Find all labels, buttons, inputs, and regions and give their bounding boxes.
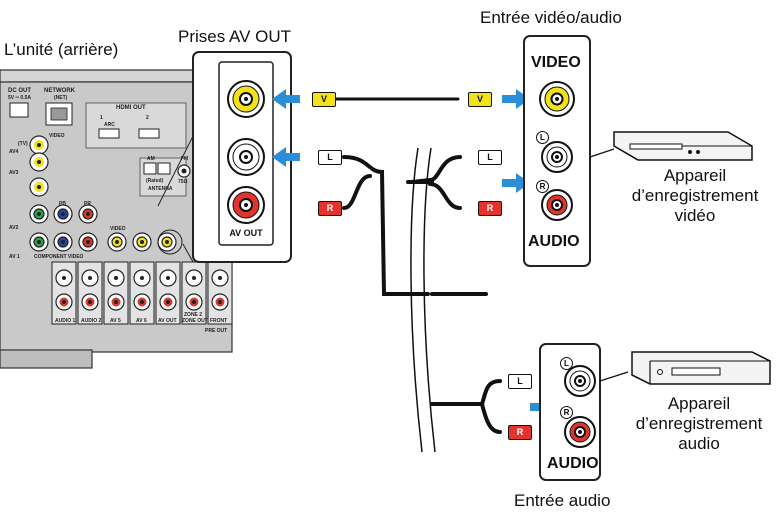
- video-input-title: Entrée vidéo/audio: [480, 8, 622, 27]
- audio-recorder-line-2: d’enregistrement: [635, 414, 763, 433]
- network-label: NETWORK: [44, 88, 75, 94]
- av-out-small-label: AV OUT: [158, 318, 177, 324]
- pb-label: PB: [59, 201, 66, 207]
- dc-out-label: DC OUT: [8, 88, 31, 94]
- video-audio-input-panel: [523, 35, 591, 267]
- av-out-jacks-title: Prises AV OUT: [178, 27, 292, 46]
- loop-label: (Rated): [146, 178, 164, 184]
- audio-only-jack-label: AUDIO: [547, 455, 599, 472]
- av5-label: AV 5: [110, 318, 121, 324]
- av-out-jacks-panel: [192, 51, 292, 263]
- left-plug-video-dest: L: [478, 150, 502, 165]
- video-plug-source: V: [312, 92, 336, 107]
- receiver-label: L’unité (arrière): [4, 40, 119, 59]
- hdmi-2-label: 2: [146, 115, 149, 121]
- audio-input-right-mark: R: [560, 406, 573, 419]
- right-plug-video-dest: R: [478, 201, 502, 216]
- video-jack-label: VIDEO: [531, 54, 581, 71]
- hdmi-out-label: HDMI OUT: [116, 105, 146, 111]
- cables: [334, 97, 502, 434]
- av-out-jack-label: AV OUT: [229, 228, 263, 238]
- pr-label: PR: [84, 201, 91, 207]
- tv-label: (TV): [18, 141, 28, 147]
- zoom-leader-top: [157, 135, 194, 207]
- video-recorder-line-1: Appareil: [663, 166, 727, 185]
- antenna-label: ANTENNA: [148, 186, 173, 192]
- ohm-label: 75Ω: [178, 179, 188, 185]
- pre-out-label: PRE OUT: [205, 328, 228, 334]
- left-plug-audio-dest: L: [508, 374, 532, 389]
- video-row-label: VIDEO: [110, 226, 126, 232]
- av3-label: AV3: [9, 170, 19, 176]
- audio-input-title: Entrée audio: [514, 491, 611, 510]
- fm-label: FM: [181, 156, 189, 162]
- left-plug-source: L: [318, 150, 342, 165]
- zoom-leader-bottom: [182, 243, 194, 263]
- av4-label: AV4: [9, 149, 19, 155]
- video-recorder-line-2: d’enregistrement: [631, 186, 759, 205]
- cable-break-marks: [410, 147, 436, 453]
- zone2-label: ZONE 2: [184, 312, 203, 318]
- right-plug-source: R: [318, 201, 342, 216]
- receiver-back-panel: [0, 69, 233, 369]
- video-input-right-mark: R: [536, 180, 549, 193]
- dc-spec-label: 5V ═ 0.5A: [8, 95, 31, 101]
- zone-out-label: ZONE OUT: [182, 318, 208, 324]
- audio-jack-label: AUDIO: [528, 233, 580, 250]
- av1-label: AV 1: [9, 254, 20, 260]
- hdmi-arc-label: ARC: [104, 122, 115, 128]
- audio-recorder-caption: Appareil d’enregistrement audio: [628, 394, 770, 454]
- audio-recorder-icon: [599, 351, 771, 385]
- audio1-label: AUDIO 1: [55, 318, 76, 324]
- audio-recorder-line-1: Appareil: [667, 394, 731, 413]
- audio2-label: AUDIO 2: [81, 318, 102, 324]
- av2-label: AV2: [9, 225, 19, 231]
- network-sub-label: (NET): [54, 95, 68, 101]
- video-col-label: VIDEO: [49, 133, 65, 139]
- video-plug-dest: V: [468, 92, 492, 107]
- video-input-left-mark: L: [536, 131, 549, 144]
- front-label: FRONT: [210, 318, 228, 324]
- video-recorder-caption: Appareil d’enregistrement vidéo: [624, 166, 766, 226]
- am-label: AM: [147, 156, 155, 162]
- zoom-source-ring: [157, 229, 183, 255]
- hdmi-1-label: 1: [100, 115, 103, 121]
- right-plug-audio-dest: R: [508, 425, 532, 440]
- audio-input-left-mark: L: [560, 357, 573, 370]
- audio-recorder-line-3: audio: [678, 434, 720, 453]
- component-video-label: COMPONENT VIDEO: [34, 254, 84, 260]
- video-recorder-line-3: vidéo: [674, 206, 716, 225]
- av6-label: AV 6: [136, 318, 147, 324]
- video-recorder-icon: [589, 131, 753, 161]
